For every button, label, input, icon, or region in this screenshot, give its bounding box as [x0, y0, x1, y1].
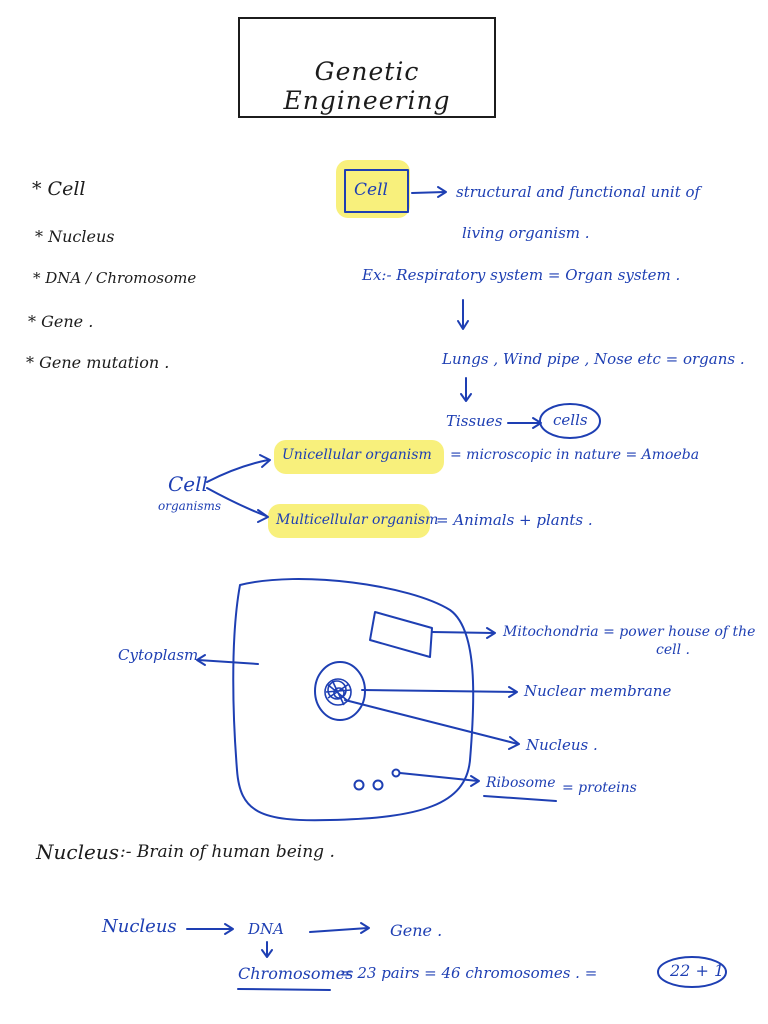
nucleus-note-description: :- Brain of human being . [120, 844, 335, 861]
unicellular-label: Unicellular organism [282, 448, 432, 462]
ribosome-dot [393, 770, 400, 777]
example-organ-system: Ex:- Respiratory system = Organ system . [362, 268, 680, 283]
ribosome-dot [374, 781, 383, 790]
nucleus-note-term: Nucleus [36, 842, 119, 862]
cytoplasm-label: Cytoplasm [118, 648, 198, 663]
ribosome-label: Ribosome [486, 776, 556, 790]
arrow-right-icon [310, 928, 368, 932]
cell-term: Cell [354, 182, 388, 199]
mitochondria-label-cont: cell . [656, 643, 690, 657]
organisms-root-label: Cell [168, 474, 208, 494]
chromosomes-underline [238, 989, 330, 990]
mitochondria-shape [370, 612, 432, 657]
cell-definition-line2: living organism . [462, 226, 590, 241]
nucleus-pointer [345, 700, 518, 744]
ribosome-underline [484, 796, 556, 801]
unicellular-description: = microscopic in nature = Amoeba [450, 448, 699, 462]
flow-nucleus: Nucleus [102, 918, 177, 936]
arrow-right-icon [412, 192, 445, 193]
flow-chromosomes: Chromosomes [238, 966, 353, 982]
membrane-pointer [362, 690, 516, 692]
flow-formula: 22 + 1 [670, 963, 724, 979]
branch-unicellular-arrow [207, 460, 268, 482]
organs-line: Lungs , Wind pipe , Nose etc = organs . [442, 352, 745, 367]
mitochondria-label: Mitochondria = power house of the [503, 625, 755, 639]
mitochondria-pointer [432, 632, 494, 633]
ribosome-dot [355, 781, 364, 790]
nucleus-scribble [325, 679, 351, 705]
nucleus-label: Nucleus . [526, 738, 598, 753]
organisms-root-sublabel: organisms [158, 500, 221, 512]
cytoplasm-pointer [198, 660, 258, 664]
cell-outline [233, 579, 473, 820]
ribosome-description: = proteins [562, 781, 637, 795]
flow-dna: DNA [248, 922, 284, 937]
flow-gene: Gene . [390, 923, 442, 939]
tissues-label: Tissues [446, 414, 502, 429]
cell-definition-line1: structural and functional unit of [456, 185, 700, 200]
nuclear-membrane-label: Nuclear membrane [524, 684, 671, 699]
multicellular-label: Multicellular organism [276, 513, 438, 527]
flow-pairs: = 23 pairs = 46 chromosomes . = [340, 966, 597, 981]
multicellular-description: = Animals + plants . [436, 513, 593, 528]
cells-label: cells [553, 413, 588, 428]
